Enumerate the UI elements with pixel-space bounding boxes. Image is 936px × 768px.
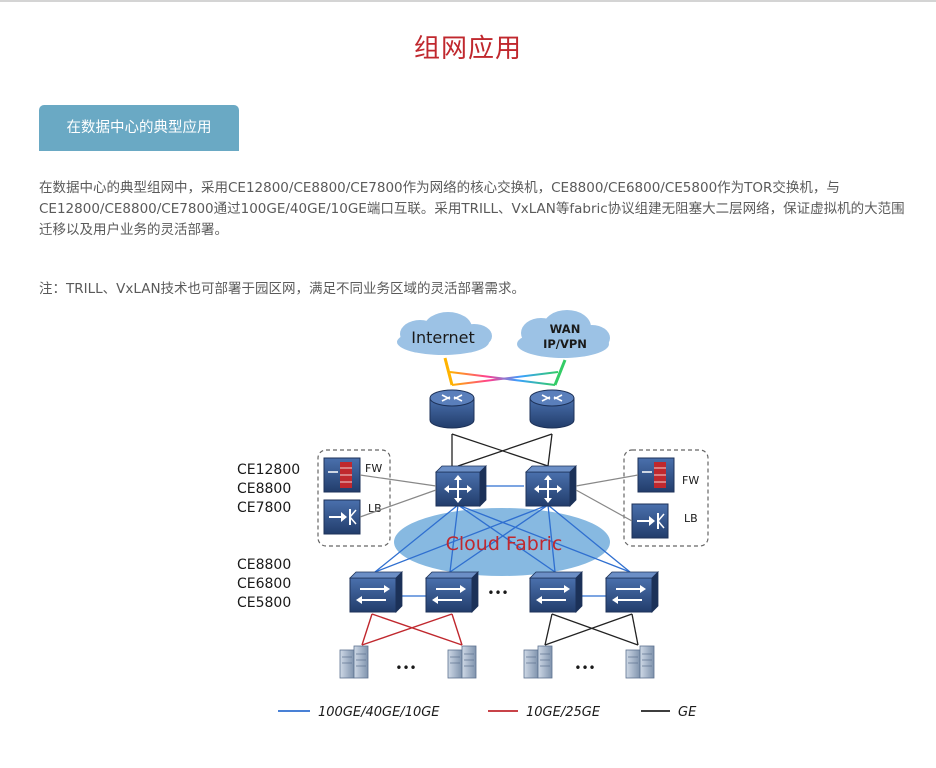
server-icon-4	[625, 645, 655, 679]
cloud-fabric-label: Cloud Fabric	[446, 533, 563, 555]
service-links	[359, 474, 639, 522]
firewall-icon-left	[323, 457, 361, 493]
core-switch-icon-right	[525, 465, 577, 507]
tor-label-2: CE6800	[237, 576, 291, 592]
lb-label-right: LB	[684, 512, 698, 525]
legend-label-3: GE	[678, 705, 697, 720]
core-label-2: CE8800	[237, 481, 291, 497]
top-divider	[0, 0, 936, 2]
internet-label: Internet	[411, 328, 475, 347]
firewall-icon-right	[637, 457, 675, 493]
legend: 100GE/40GE/10GE 10GE/25GE GE	[278, 705, 697, 720]
router-icon-right	[529, 389, 575, 429]
legend-label-1: 100GE/40GE/10GE	[318, 705, 440, 720]
server-ellipsis-left: •••	[395, 661, 416, 675]
note-paragraph: 注：TRILL、VxLAN技术也可部署于园区网，满足不同业务区域的灵活部署需求。	[39, 281, 526, 297]
server-icon-1	[339, 645, 369, 679]
tor-ellipsis: •••	[487, 586, 508, 600]
fw-lb-group-right	[623, 449, 709, 547]
router-core-links	[451, 433, 553, 467]
fabric-links	[374, 485, 631, 597]
server-links-red	[361, 613, 463, 646]
lb-label-left: LB	[368, 502, 382, 515]
tor-switch-icon-1	[349, 571, 403, 613]
section-tab[interactable]: 在数据中心的典型应用	[39, 105, 239, 151]
wan-cloud-icon	[517, 310, 610, 358]
wan-label-line2: IP/VPN	[543, 337, 587, 351]
intro-paragraph: 在数据中心的典型组网中，采用CE12800/CE8800/CE7800作为网络的…	[39, 180, 905, 238]
fw-label-right: FW	[682, 474, 699, 487]
core-switch-icon-left	[435, 465, 487, 507]
internet-cloud-icon	[397, 312, 492, 355]
page-title: 组网应用	[413, 34, 522, 64]
tor-label-3: CE5800	[237, 595, 291, 611]
load-balancer-icon-left	[323, 499, 361, 535]
network-diagram: Internet WAN IP/VPN	[237, 310, 709, 720]
server-links-black	[544, 613, 639, 646]
router-icon-left	[429, 389, 475, 429]
tor-switch-icon-2	[425, 571, 479, 613]
tor-switch-icon-3	[529, 571, 583, 613]
fw-lb-group-left	[317, 449, 391, 547]
fw-label-left: FW	[365, 462, 382, 475]
uplink-lines	[443, 357, 567, 387]
server-icon-3	[523, 645, 553, 679]
load-balancer-icon-right	[631, 503, 669, 539]
tor-label-1: CE8800	[237, 557, 291, 573]
legend-label-2: 10GE/25GE	[526, 705, 601, 720]
wan-label-line1: WAN	[550, 322, 581, 336]
tor-switch-icon-4	[605, 571, 659, 613]
cloud-fabric-ellipse	[394, 508, 610, 576]
core-label-3: CE7800	[237, 500, 291, 516]
server-icon-2	[447, 645, 477, 679]
core-label-1: CE12800	[237, 462, 300, 478]
server-ellipsis-right: •••	[574, 661, 595, 675]
